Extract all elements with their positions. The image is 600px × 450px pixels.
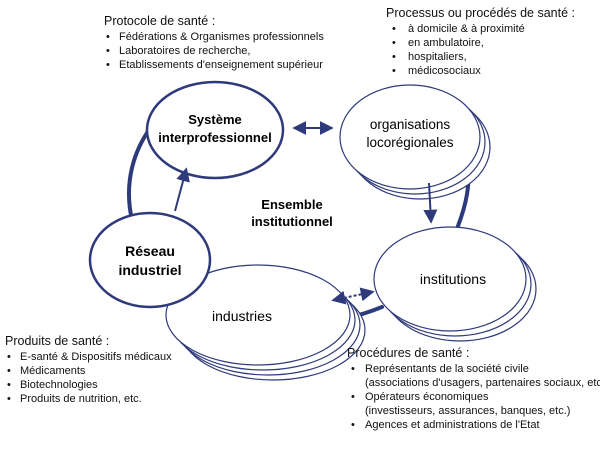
center-label-1: Ensemble [261,197,322,212]
label-systeme-1: Système [188,112,241,127]
list-item: en ambulatoire, [386,36,575,50]
block-produits: Produits de santé : E-santé & Dispositif… [5,334,172,406]
block-heading: Procédures de santé : [347,346,470,360]
block-processus: Processus ou procédés de santé : à domic… [386,6,575,78]
list-item: Opérateurs économiques [347,390,600,404]
label-systeme-2: interprofessionnel [158,130,271,145]
list-item: Fédérations & Organismes professionnels [104,30,324,44]
list-item: médicosociaux [386,64,575,78]
list-item-continuation: (investisseurs, assurances, banques, etc… [365,405,571,417]
list-item: Laboratoires de recherche, [104,44,324,58]
block-list: à domicile & à proximité en ambulatoire,… [386,22,575,78]
label-industries: industries [212,308,272,324]
block-list: E-santé & Dispositifs médicaux Médicamen… [5,350,172,406]
block-list: Représentants de la société civile (asso… [347,362,600,432]
block-heading: Produits de santé : [5,334,110,348]
block-procedures: Procédures de santé : Représentants de l… [347,346,600,432]
arrow-organisations-institutions [423,182,438,224]
list-item: Etablissements d'enseignement supérieur [104,58,324,72]
list-item: Médicaments [5,364,172,378]
block-list: Fédérations & Organismes professionnels … [104,30,324,72]
list-item-continuation: (associations d'usagers, partenaires soc… [365,377,600,389]
node-industries-stack [165,264,366,381]
list-item: Biotechnologies [5,378,172,392]
label-organisations-1: organisations [370,117,451,132]
list-item: hospitaliers, [386,50,575,64]
list-item: Représentants de la société civile [347,362,600,376]
list-item: Agences et administrations de l'Etat [347,418,600,432]
list-item: Produits de nutrition, etc. [5,392,172,406]
block-heading: Processus ou procédés de santé : [386,6,576,20]
label-reseau-2: industriel [118,262,181,278]
block-heading: Protocole de santé : [104,14,216,28]
node-institutions-stack [373,226,537,342]
label-institutions: institutions [420,271,486,287]
node-organisations-stack [339,84,491,200]
block-protocole: Protocole de santé : Fédérations & Organ… [104,14,324,72]
arrow-reseau-systeme [174,167,190,212]
list-item: E-santé & Dispositifs médicaux [5,350,172,364]
node-reseau [88,211,212,309]
arrow-industries-institutions [331,287,375,305]
center-label-2: institutionnel [251,214,333,229]
list-item: à domicile & à proximité [386,22,575,36]
node-systeme [145,80,285,180]
label-reseau-1: Réseau [125,243,175,259]
label-organisations-2: locorégionales [366,135,453,150]
